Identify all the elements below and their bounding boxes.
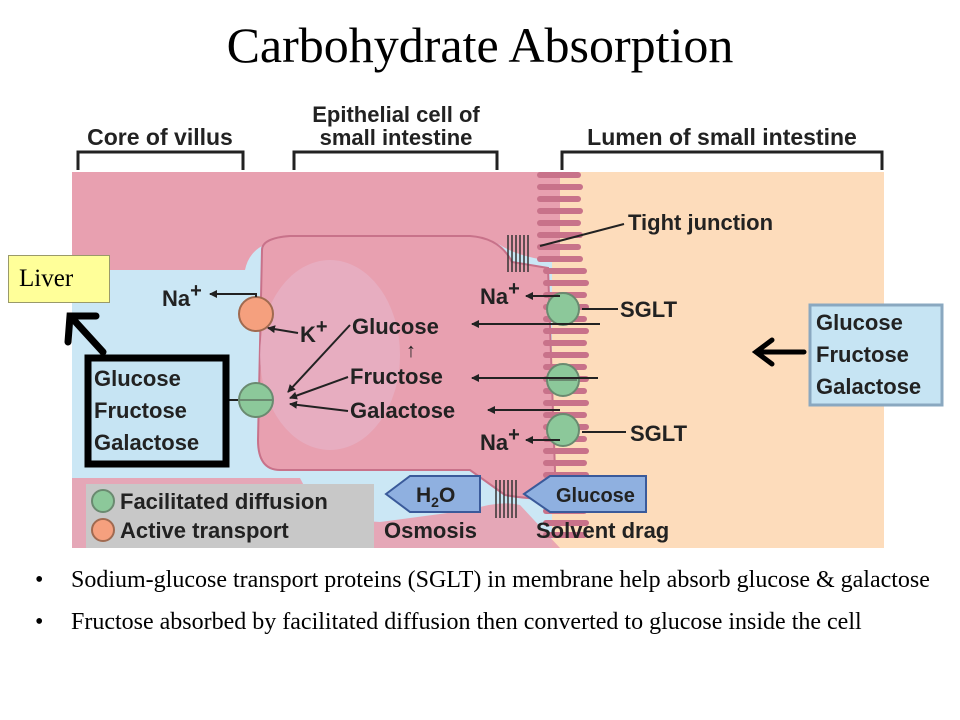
tight-junction-leader <box>539 223 625 247</box>
right-box-glucose: Glucose <box>816 310 903 335</box>
bullet-text: Sodium-glucose transport proteins (SGLT)… <box>71 567 930 593</box>
bullet-dot: • <box>35 567 44 593</box>
left-box-glucose: Glucose <box>94 366 181 391</box>
sglt-label-top: SGLT <box>620 297 678 322</box>
epithelial-label-line1: Epithelial cell of <box>312 102 480 127</box>
galactose-in-cell-label: Galactose <box>350 398 455 423</box>
glucose-in-cell-label: Glucose <box>352 314 439 339</box>
bullet-item: • Fructose absorbed by facilitated diffus… <box>35 608 935 636</box>
right-sugar-box <box>808 303 944 407</box>
tight-junction-label: Tight junction <box>628 210 773 235</box>
arrow-to-liver <box>64 312 107 356</box>
right-box-galactose: Galactose <box>816 374 921 399</box>
sglt-transporter-top <box>546 292 580 326</box>
tight-junction-bottom <box>495 480 517 518</box>
h2o-arrow <box>384 475 481 513</box>
sglt-transporter-bottom <box>546 413 580 447</box>
bullet-item: • Sodium-glucose transport proteins (SGLT… <box>35 566 935 594</box>
na-label-apical-top: Na+ <box>480 278 520 309</box>
bullet-dot: • <box>35 609 44 635</box>
glucose-arrow-label: Glucose <box>556 485 635 507</box>
left-box-galactose: Galactose <box>94 430 199 455</box>
k-label: K+ <box>300 316 328 347</box>
arrow-from-lumen-box <box>751 337 807 367</box>
legend-orange-circle <box>91 518 115 542</box>
fructose-to-glucose-arrow: ↑ <box>406 340 416 362</box>
na-label-basolateral: Na+ <box>162 280 202 311</box>
absorption-diagram: Core of villus Epithelial cell of small … <box>64 102 944 548</box>
core-of-villus-label: Core of villus <box>87 124 233 150</box>
lumen-label: Lumen of small intestine <box>587 124 857 150</box>
fructose-in-cell-label: Fructose <box>350 364 443 389</box>
left-box-fructose: Fructose <box>94 398 187 423</box>
legend-green-circle <box>91 489 115 513</box>
sglt-label-bottom: SGLT <box>630 421 688 446</box>
epithelial-label-line2: small intestine <box>320 125 473 150</box>
osmosis-label: Osmosis <box>384 518 477 543</box>
legend-facilitated-label: Facilitated diffusion <box>120 489 328 514</box>
legend-active-label: Active transport <box>120 518 289 543</box>
legend-box <box>86 484 374 548</box>
solvent-drag-label: Solvent drag <box>536 518 669 543</box>
liver-label: Liver <box>8 255 110 303</box>
bullet-text: Fructose absorbed by facilitated diffusi… <box>71 609 862 635</box>
h2o-label: H2O <box>416 484 455 510</box>
na-k-pump <box>238 296 274 332</box>
right-box-fructose: Fructose <box>816 342 909 367</box>
epithelial-cell-upper <box>72 172 560 270</box>
bullet-list: • Sodium-glucose transport proteins (SGLT… <box>35 566 935 650</box>
na-label-apical-bottom: Na+ <box>480 424 520 455</box>
section-brackets <box>76 150 884 170</box>
left-sugar-box <box>84 354 230 468</box>
glucose-solvent-drag-arrow <box>522 475 647 513</box>
tight-junction-top <box>507 235 529 272</box>
slide-title: Carbohydrate Absorption <box>226 17 734 73</box>
